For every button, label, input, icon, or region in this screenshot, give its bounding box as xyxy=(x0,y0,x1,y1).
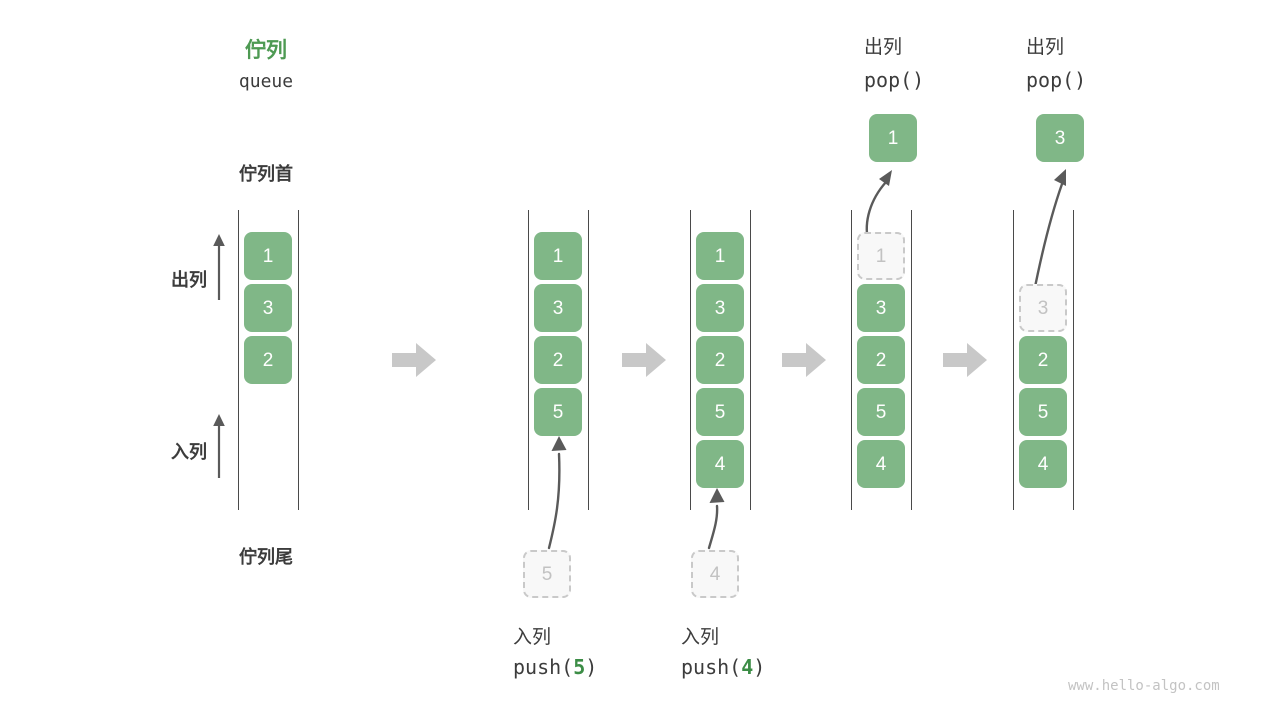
queue-cell: 1 xyxy=(534,232,582,280)
queue-cell: 1 xyxy=(696,232,744,280)
pop-caption-code: pop() xyxy=(1026,68,1087,92)
push-code-arg: 4 xyxy=(741,655,754,679)
queue-cell: 1 xyxy=(244,232,292,280)
queue-head-label: 佇列首 xyxy=(239,164,293,184)
queue-rail-left-col4 xyxy=(851,210,852,510)
popped-element: 3 xyxy=(1036,114,1084,162)
push-code-arg: 5 xyxy=(573,655,586,679)
push-arrow-icon xyxy=(707,488,725,550)
queue-cell: 4 xyxy=(696,440,744,488)
queue-cell: 2 xyxy=(857,336,905,384)
queue-tail-label: 佇列尾 xyxy=(239,547,293,567)
queue-rail-left-col2 xyxy=(528,210,529,510)
queue-cell: 2 xyxy=(1019,336,1067,384)
queue-cell: 5 xyxy=(696,388,744,436)
queue-cell: 5 xyxy=(534,388,582,436)
enqueue-direction-arrow-icon xyxy=(213,414,225,478)
push-code-suffix: ) xyxy=(753,655,766,679)
popped-element: 1 xyxy=(869,114,917,162)
queue-rail-right-col1 xyxy=(298,210,299,510)
queue-cell: 5 xyxy=(1019,388,1067,436)
enqueue-direction-label: 入列 xyxy=(171,442,207,462)
queue-cell: 3 xyxy=(696,284,744,332)
queue-cell: 5 xyxy=(857,388,905,436)
queue-cell: 2 xyxy=(244,336,292,384)
dequeue-direction-label: 出列 xyxy=(171,270,207,290)
transition-arrow-icon xyxy=(943,343,987,377)
queue-cell: 2 xyxy=(696,336,744,384)
queue-cell: 3 xyxy=(857,284,905,332)
queue-rail-left-col1 xyxy=(238,210,239,510)
queue-rail-left-col3 xyxy=(690,210,691,510)
dequeue-direction-arrow-icon xyxy=(213,234,225,300)
watermark: www.hello-algo.com xyxy=(1068,678,1220,694)
queue-cell: 2 xyxy=(534,336,582,384)
pop-arrow-icon xyxy=(865,170,892,242)
push-caption-cn: 入列 xyxy=(513,627,552,648)
queue-rail-left-col5 xyxy=(1013,210,1014,510)
diagram-title-code: queue xyxy=(238,71,294,92)
pop-caption-cn: 出列 xyxy=(1026,37,1065,58)
queue-cell-ghost: 1 xyxy=(857,232,905,280)
queue-rail-right-col5 xyxy=(1073,210,1074,510)
diagram-title-cn: 佇列 xyxy=(245,39,287,62)
pop-arrow-icon xyxy=(1032,169,1066,294)
pop-caption-code: pop() xyxy=(864,68,925,92)
transition-arrow-icon xyxy=(392,343,436,377)
queue-cell: 4 xyxy=(857,440,905,488)
queue-rail-right-col4 xyxy=(911,210,912,510)
push-code-suffix: ) xyxy=(585,655,598,679)
transition-arrow-icon xyxy=(622,343,666,377)
queue-rail-right-col2 xyxy=(588,210,589,510)
queue-rail-right-col3 xyxy=(750,210,751,510)
push-code-prefix: push( xyxy=(681,655,742,679)
push-caption-code: push(4) xyxy=(681,655,765,679)
push-caption-code: push(5) xyxy=(513,655,597,679)
push-caption-cn: 入列 xyxy=(681,627,720,648)
incoming-element-ghost: 4 xyxy=(691,550,739,598)
transition-arrow-icon xyxy=(782,343,826,377)
queue-cell: 3 xyxy=(244,284,292,332)
queue-cell: 3 xyxy=(534,284,582,332)
pop-caption-cn: 出列 xyxy=(864,37,903,58)
queue-cell-ghost: 3 xyxy=(1019,284,1067,332)
incoming-element-ghost: 5 xyxy=(523,550,571,598)
push-code-prefix: push( xyxy=(513,655,574,679)
push-arrow-icon xyxy=(547,436,567,550)
queue-cell: 4 xyxy=(1019,440,1067,488)
